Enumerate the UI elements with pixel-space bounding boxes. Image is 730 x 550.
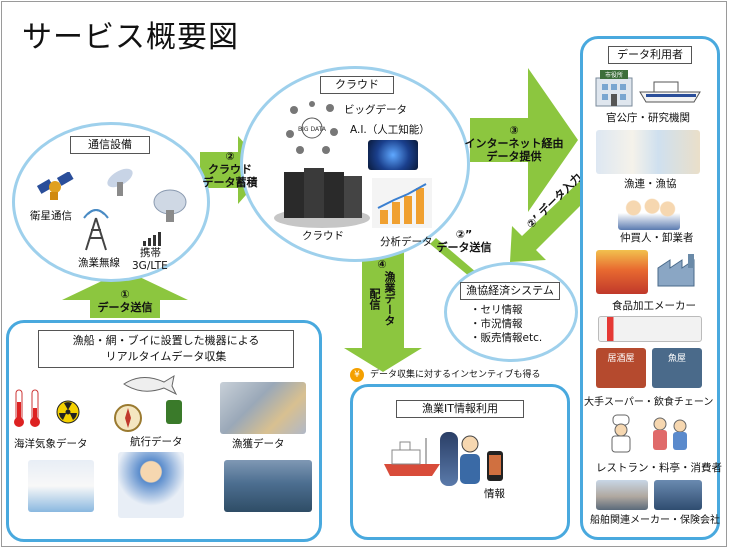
market-item-1: ・セリ情報 [470,304,523,316]
cloud-ellipse [240,66,470,262]
supermarket-image [598,316,702,342]
fish-market-image [596,130,700,174]
users-gov-label: 官公庁・研究機関 [606,112,690,124]
ship-photo-image [654,480,702,510]
arrow-2-text-1: クラウド [208,163,252,176]
incentive-label: データ収集に対するインセンティブも得る [370,370,541,380]
arrow-2b-num: ②” [455,228,473,241]
big-data-label: ビッグデータ [344,104,407,116]
fish-shop-sign: 魚屋 [667,354,686,364]
arrow-2-label: ② クラウド データ蓄積 [198,150,262,189]
users-brokers-label: 仲買人・卸業者 [620,232,694,244]
fisherman-icon [460,435,480,484]
signal-icon [143,232,161,246]
collection-header: 漁船・網・ブイに設置した機器による リアルタイムデータ収集 [38,330,294,368]
arrow-3-text-1: インターネット経由 [464,137,564,150]
users-ship-label: 船舶関連メーカー・保険会社 [590,515,720,526]
compass-icon [114,404,142,432]
market-system-header: 漁協経済システム [460,282,560,300]
arrow-2-num: ② [225,150,235,163]
food-products-image [596,250,648,294]
arrow-3-num: ③ [509,124,519,137]
yen-icon: ¥ [350,368,364,382]
server-icon [274,168,370,228]
communication-header: 通信設備 [70,136,150,154]
navigation-label: 航行データ [130,436,183,448]
shipyard-image [596,480,648,510]
arrow-1-shape [62,270,188,318]
can-icon [166,400,182,424]
ocean-label: 海洋気象データ [14,438,88,450]
brokers-image [618,196,680,230]
mobile-label-1: 携帯 [140,247,161,259]
radio-tower-icon [83,209,109,251]
chef-icon [611,414,631,453]
thermometer-icon [14,389,40,427]
ship-icon [384,438,440,476]
users-header: データ利用者 [608,46,692,64]
collection-header-line-2: リアルタイムデータ収集 [105,350,227,363]
fishing-photo-image [224,460,312,512]
government-building-icon: 市役所 [595,70,633,107]
arrow-4-text-1: 漁業データ [383,271,396,326]
arrow-3-label: ③ インターネット経由 データ提供 [464,124,564,163]
users-super-label: 大手スーパー・飲食チェーン [584,397,714,408]
satellite-label: 衛星通信 [30,210,72,222]
fisherman-net-image [118,452,184,518]
arrow-2-text-2: データ蓄積 [202,176,258,189]
arrow-2b-text: データ送信 [436,241,492,254]
market-item-3: ・販売情報etc. [470,332,543,344]
cloud-header: クラウド [320,76,394,94]
yen-glyph: ¥ [354,370,360,380]
catch-label: 漁獲データ [232,438,285,450]
analysis-chart-icon [372,178,432,228]
research-ship-icon [639,81,701,103]
dish-icon [153,189,187,222]
users-food-label: 食品加工メーカー [612,300,696,312]
fish-catch-image [220,382,306,434]
arrow-1-num: ① [120,288,130,301]
market-item-2: ・市況情報 [470,318,523,330]
ai-label: A.I.（人工知能） [350,124,430,136]
collection-header-line-1: 漁船・網・ブイに設置した機器による [72,334,260,347]
mobile-label-2: 3G/LTE [132,260,168,272]
radio-label: 漁業無線 [78,257,120,269]
users-restaurant-label: レストラン・料亭・消費者 [596,462,722,474]
office-sign-text: 市役所 [605,71,623,79]
arrow-2b-label: ②” データ送信 [434,228,494,254]
arrow-4-label: ④ 配信 漁業データ [352,258,412,326]
arrow-3-shape [470,68,578,212]
family-icon [653,417,687,450]
svg-text:BIG DATA: BIG DATA [298,126,327,133]
ai-brain-image [368,140,418,170]
factory-icon [657,254,695,287]
info-label: 情報 [484,488,505,500]
satellite-icon [36,172,74,200]
izakaya-shop-image: 居酒屋 [596,348,646,388]
radiation-icon [56,400,80,424]
it-use-header: 漁業IT情報利用 [396,400,524,418]
izakaya-sign: 居酒屋 [607,354,635,364]
analysis-label: 分析データ [380,236,433,248]
arrow-3-text-2: データ提供 [486,150,542,163]
arrow-1-text: データ送信 [97,301,153,314]
arrow-4-num: ④ [377,258,387,271]
market-system-ellipse [444,262,578,362]
antenna-icon [107,168,133,196]
fish-sketch-icon [123,374,178,396]
page-title: サービス概要図 [22,20,239,55]
users-fishers-label: 漁連・漁協 [624,178,677,190]
smartphone-icon [487,451,503,481]
tuna-image [440,432,458,486]
fish-shop-image: 魚屋 [652,348,702,388]
big-data-icon: BIG DATA [286,101,338,154]
arrow-4-text-2: 配信 [368,287,381,310]
fishing-boat-image [28,460,94,512]
arrow-1-label: ① データ送信 [85,288,165,314]
cloud-label: クラウド [302,230,344,242]
arrow-4-shape [344,248,422,372]
